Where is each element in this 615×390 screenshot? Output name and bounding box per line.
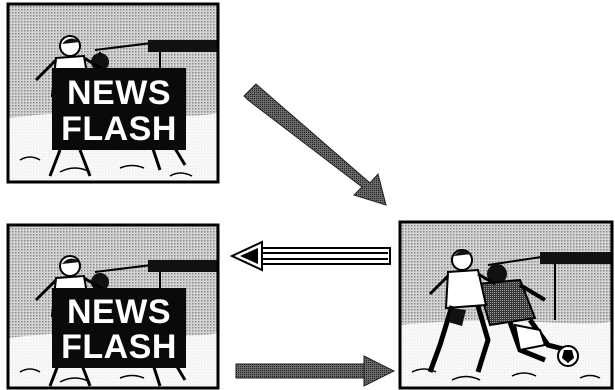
news-scene-top: NEWS FLASH (8, 4, 218, 182)
soccer-scene (400, 222, 612, 388)
banner-line1: NEWS (67, 74, 171, 112)
frame-bottom-left: NEWS FLASH (8, 225, 218, 388)
banner-line1: NEWS (67, 293, 171, 331)
soccer-ball (558, 346, 578, 366)
frame-top-left: NEWS FLASH (8, 4, 218, 182)
banner-line2: FLASH (61, 328, 177, 366)
banner-line2: FLASH (61, 110, 177, 148)
news-scene-bottom: NEWS FLASH (8, 225, 218, 388)
right-arrow (236, 356, 394, 386)
frame-bottom-right (400, 222, 612, 388)
left-arrow (232, 242, 390, 270)
diagonal-arrow (244, 84, 386, 205)
